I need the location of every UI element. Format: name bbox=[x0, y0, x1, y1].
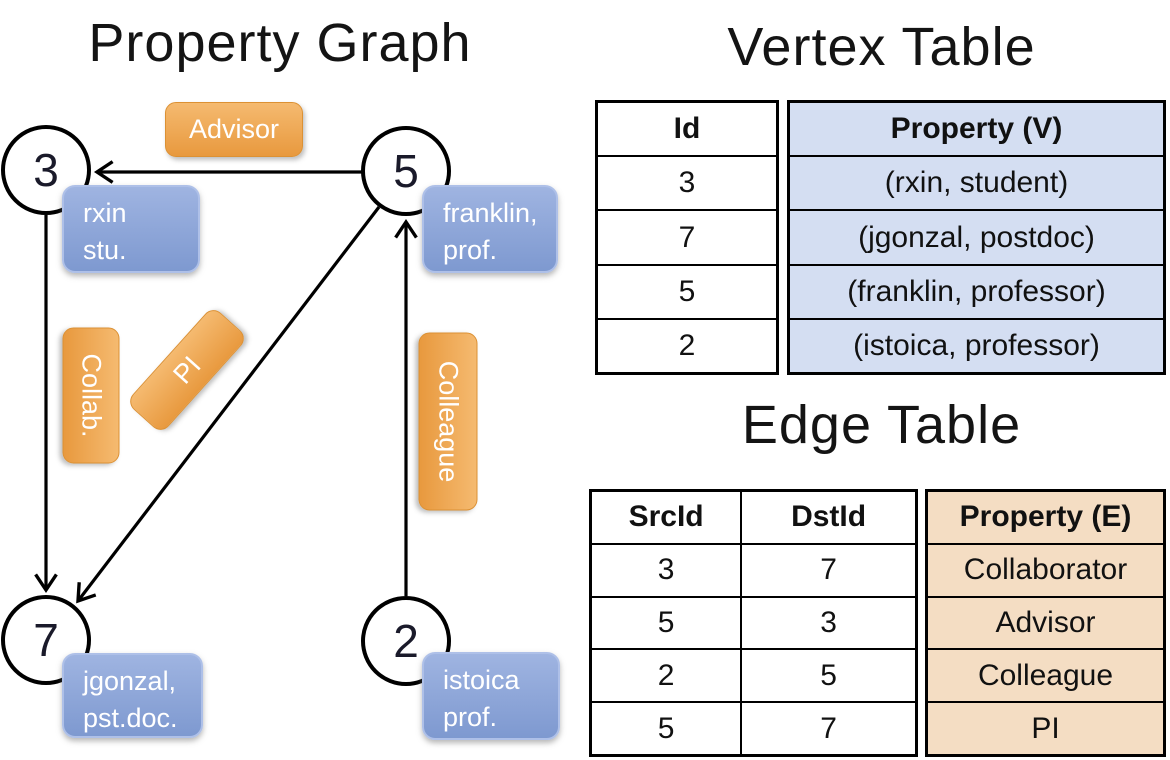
edge-table-dstid-cell: 3 bbox=[820, 605, 837, 639]
vertex-table-property-cell: (istoica, professor) bbox=[853, 328, 1100, 362]
node-7-id: 7 bbox=[33, 614, 59, 666]
vertex-prop-7-line1: jgonzal, bbox=[83, 666, 177, 696]
vertex-prop-3-line1: rxin bbox=[83, 198, 127, 228]
vertex-prop-box-3: rxin stu. bbox=[62, 185, 200, 273]
vertex-table-id-cell: 7 bbox=[598, 211, 776, 266]
edge-table-property-column: Property (E) Collaborator Advisor Collea… bbox=[925, 489, 1166, 757]
graph-node-2: 2 bbox=[361, 596, 451, 686]
vertex-table-property-cell: (franklin, professor) bbox=[790, 266, 1163, 320]
vertex-prop-5-line2: prof. bbox=[443, 235, 498, 265]
vertex-prop-box-5: franklin, prof. bbox=[422, 185, 558, 273]
vertex-table-property-cell: (jgonzal, postdoc) bbox=[790, 211, 1163, 266]
edge-table-property-cell: Advisor bbox=[928, 598, 1163, 651]
edge-table-property-cell: Collaborator bbox=[928, 545, 1163, 598]
edge-table-srcid-cell: 5 bbox=[592, 703, 743, 754]
edge-table-dstid-cell: 7 bbox=[820, 553, 837, 587]
vertex-table-property-header: Property (V) bbox=[790, 103, 1163, 158]
vertex-table-property-cell: (rxin, student) bbox=[790, 157, 1163, 212]
vertex-prop-2-line1: istoica bbox=[443, 665, 520, 695]
vertex-table-id-cell: 3 bbox=[598, 157, 776, 212]
vertex-prop-box-2: istoica prof. bbox=[422, 652, 560, 740]
edge-table-title: Edge Table bbox=[741, 395, 1022, 455]
edge-table-property-cell: Colleague bbox=[928, 650, 1163, 704]
vertex-table-title: Vertex Table bbox=[727, 17, 1036, 77]
vertex-table-id-column: Id 3 7 5 2 bbox=[595, 100, 779, 375]
edge-table-dstid-cell: 5 bbox=[820, 658, 837, 692]
edge-table-srcid-cell: 2 bbox=[592, 650, 743, 702]
vertex-table-property-column: Property (V) (rxin, student) (jgonzal, p… bbox=[787, 100, 1166, 375]
vertex-prop-box-7: jgonzal, pst.doc. bbox=[62, 653, 203, 738]
vertex-prop-7-line2: pst.doc. bbox=[83, 703, 178, 733]
node-5-id: 5 bbox=[393, 145, 419, 197]
edge-label-collab: Collab. bbox=[62, 327, 120, 464]
edge-table-property-header: Property (E) bbox=[928, 492, 1163, 545]
node-3-id: 3 bbox=[33, 144, 59, 196]
edge-label-colleague: Colleague bbox=[418, 332, 478, 511]
node-2-id: 2 bbox=[393, 615, 419, 667]
vertex-table-id-cell: 5 bbox=[598, 266, 776, 320]
property-graph-title: Property Graph bbox=[88, 13, 472, 73]
edge-label-advisor: Advisor bbox=[165, 102, 303, 157]
vertex-table-id-cell: 2 bbox=[678, 328, 696, 362]
edge-table-dstid-header: DstId bbox=[791, 500, 867, 534]
edge-table-srcid-cell: 5 bbox=[592, 597, 743, 649]
vertex-table-id-header: Id bbox=[598, 103, 776, 158]
edge-table-dstid-cell: 7 bbox=[820, 711, 837, 745]
vertex-prop-3-line2: stu. bbox=[83, 235, 127, 265]
edge-table-property-cell: PI bbox=[1031, 711, 1060, 745]
edge-table-srcid-header: SrcId bbox=[592, 492, 743, 543]
edge-table-srcid-cell: 3 bbox=[592, 544, 743, 596]
vertex-prop-2-line2: prof. bbox=[443, 702, 498, 732]
vertex-prop-5-line1: franklin, bbox=[443, 198, 538, 228]
graph-node-5: 5 bbox=[361, 126, 451, 216]
edge-pi-5-to-7 bbox=[76, 206, 381, 604]
edge-table-id-columns: SrcId DstId 3 7 5 3 2 5 5 7 bbox=[589, 489, 918, 757]
